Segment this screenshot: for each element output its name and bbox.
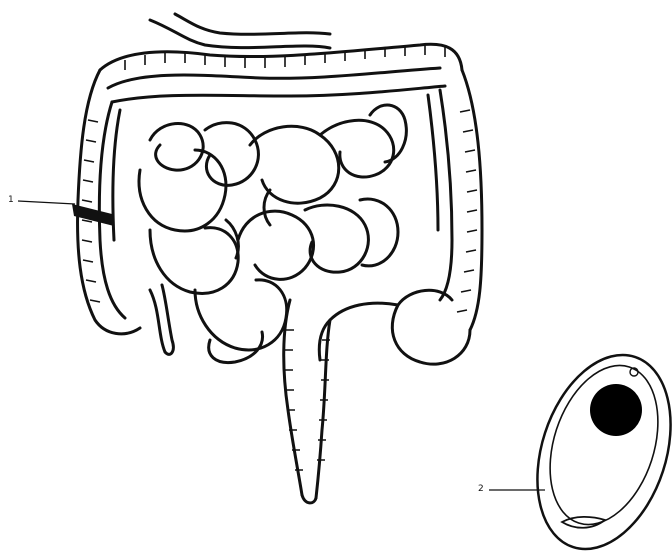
small-intestine-coil-1 — [150, 124, 203, 171]
egg-nucleus — [590, 384, 642, 436]
small-intestine-coil-2 — [139, 150, 226, 231]
small-intestine-coil-9 — [305, 205, 368, 272]
rectum-bottom — [302, 495, 316, 503]
descending-colon-inner — [440, 90, 452, 300]
small-intestine-coil-14 — [264, 190, 270, 225]
small-intestine-coil-8 — [238, 211, 314, 279]
transverse-colon-outer — [100, 44, 462, 70]
egg-bottom-crescent — [562, 517, 605, 528]
transverse-colon-inner — [108, 68, 440, 88]
colon-fold-marks — [82, 45, 477, 470]
small-intestine-coil-4 — [250, 126, 339, 203]
label-2: 2 — [478, 484, 484, 494]
sigmoid-colon — [392, 290, 470, 364]
ascending-colon-mid — [113, 110, 120, 240]
small-intestine-coil-3 — [205, 123, 258, 186]
small-intestine-coil-5 — [320, 120, 394, 177]
label-1-leader-line — [18, 201, 75, 204]
transverse-colon-lower — [112, 86, 445, 102]
descending-colon-mid — [428, 95, 438, 230]
parasite-egg-icon — [489, 338, 672, 555]
appendix — [150, 285, 173, 354]
small-intestine-coil-7 — [150, 228, 238, 294]
sigmoid-to-rectum — [319, 303, 398, 360]
duodenum-top-inner — [175, 14, 330, 34]
label-1: 1 — [8, 195, 14, 205]
